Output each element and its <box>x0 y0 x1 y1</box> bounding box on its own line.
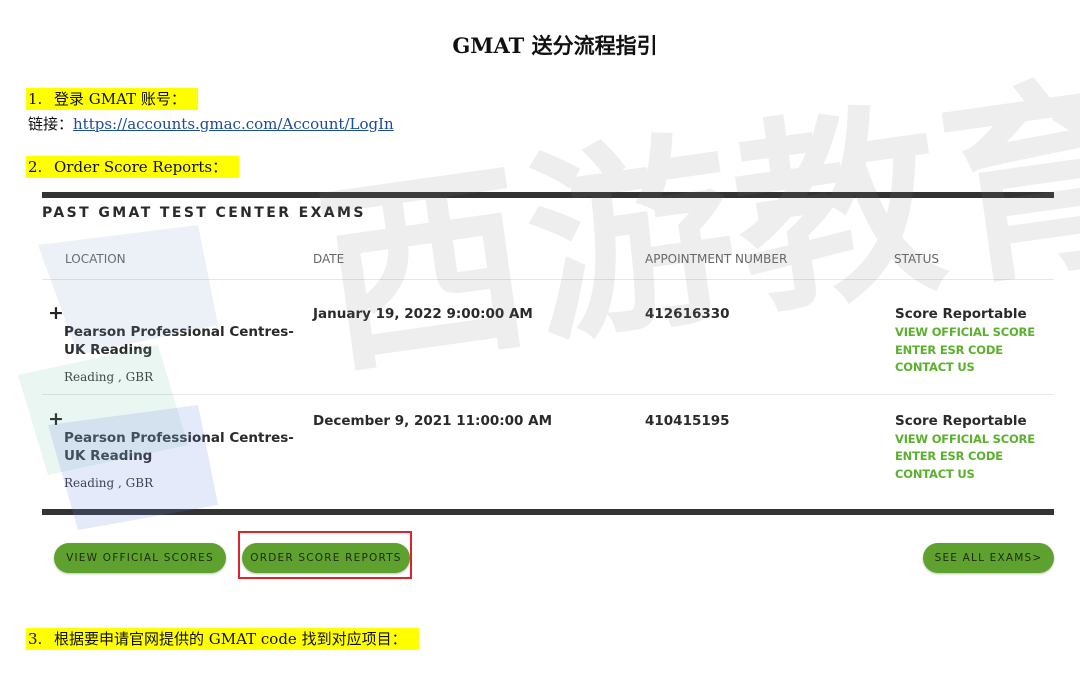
status-text: Score Reportable <box>895 413 1027 429</box>
location-city: Reading , GBR <box>64 476 154 490</box>
enter-esr-code-link[interactable]: ENTER ESR CODE <box>895 343 1003 357</box>
step-1-number: 1. <box>28 90 43 108</box>
column-header-location: LOCATION <box>65 252 126 266</box>
step-2: 2. Order Score Reports： <box>26 156 240 178</box>
panel-title: PAST GMAT TEST CENTER EXAMS <box>42 205 366 221</box>
expand-plus-icon[interactable]: + <box>48 302 64 324</box>
location-name: Pearson Professional Centres-UK Reading <box>64 324 294 358</box>
step-3-text: 根据要申请官网提供的 GMAT code 找到对应项目： <box>54 630 407 648</box>
step-2-text: Order Score Reports： <box>54 158 228 176</box>
view-official-score-link[interactable]: VIEW OFFICIAL SCORE <box>895 325 1035 339</box>
enter-esr-code-link[interactable]: ENTER ESR CODE <box>895 449 1003 463</box>
exam-date: December 9, 2021 11:00:00 AM <box>313 413 552 429</box>
status-text: Score Reportable <box>895 306 1027 322</box>
panel-bottom-divider <box>42 509 1054 515</box>
contact-us-link[interactable]: CONTACT US <box>895 467 975 481</box>
appointment-number: 412616330 <box>645 306 730 322</box>
see-all-exams-button[interactable]: SEE ALL EXAMS> <box>923 543 1054 573</box>
order-score-reports-button[interactable]: ORDER SCORE REPORTS <box>242 543 410 573</box>
step-3: 3. 根据要申请官网提供的 GMAT code 找到对应项目： <box>26 628 419 650</box>
step-3-number: 3. <box>28 630 43 648</box>
contact-us-link[interactable]: CONTACT US <box>895 360 975 374</box>
column-header-appointment: APPOINTMENT NUMBER <box>645 252 788 266</box>
column-header-date: DATE <box>313 252 345 266</box>
row-divider <box>42 394 1054 395</box>
location-city: Reading , GBR <box>64 370 154 384</box>
step-1: 1. 登录 GMAT 账号： <box>26 88 198 110</box>
header-divider <box>42 279 1054 280</box>
document-title: GMAT 送分流程指引 <box>452 33 658 58</box>
panel-top-divider <box>42 192 1054 198</box>
column-header-status: STATUS <box>894 252 940 266</box>
step-2-number: 2. <box>28 158 43 176</box>
location-name: Pearson Professional Centres-UK Reading <box>64 430 294 464</box>
login-link[interactable]: https://accounts.gmac.com/Account/LogIn <box>73 115 394 133</box>
exam-date: January 19, 2022 9:00:00 AM <box>313 306 533 322</box>
step-1-text: 登录 GMAT 账号： <box>54 90 186 108</box>
view-official-score-link[interactable]: VIEW OFFICIAL SCORE <box>895 432 1035 446</box>
appointment-number: 410415195 <box>645 413 730 429</box>
view-official-scores-button[interactable]: VIEW OFFICIAL SCORES <box>54 543 226 573</box>
login-link-line: 链接：https://accounts.gmac.com/Account/Log… <box>28 113 394 134</box>
expand-plus-icon[interactable]: + <box>48 408 64 430</box>
link-label: 链接： <box>28 115 74 133</box>
